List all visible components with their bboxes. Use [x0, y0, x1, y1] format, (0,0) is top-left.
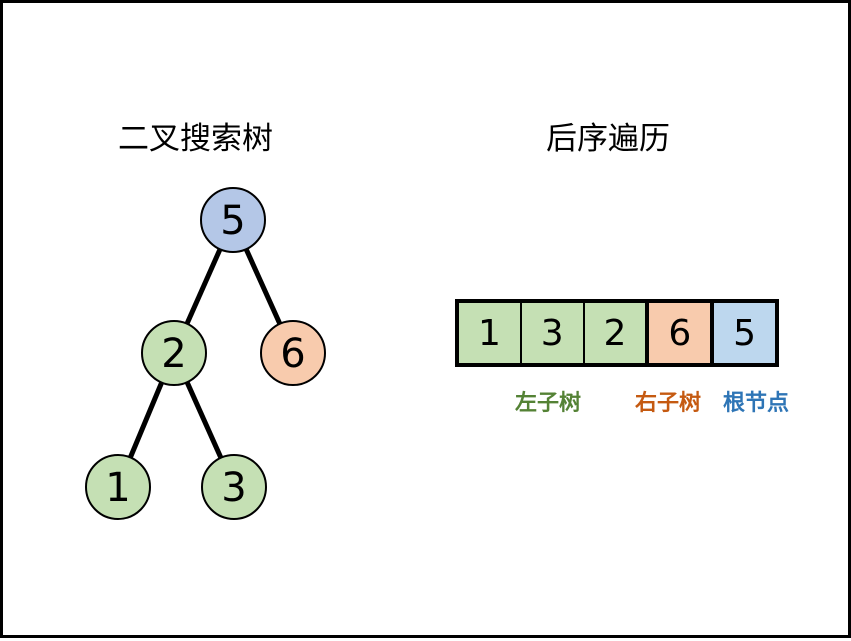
root-node-label: 根节点 — [723, 391, 790, 416]
bst-title: 二叉搜索树 — [118, 121, 273, 157]
tree-node-label: 6 — [280, 331, 305, 377]
tree-node-circle — [141, 320, 207, 386]
tree-edge — [128, 381, 164, 459]
tree-node-1: 1 — [85, 454, 151, 520]
array-cell: 1 — [459, 303, 522, 363]
binary-search-tree: 5 2 6 1 3 — [85, 187, 326, 520]
array-cell: 5 — [714, 303, 775, 363]
left-subtree-label: 左子树 — [515, 391, 582, 416]
tree-node-3: 3 — [201, 454, 267, 520]
tree-node-label: 2 — [161, 331, 186, 377]
tree-node-circle — [201, 454, 267, 520]
tree-node-5: 5 — [200, 187, 266, 253]
tree-node-2: 2 — [141, 320, 207, 386]
tree-node-label: 3 — [221, 465, 246, 511]
array-cell: 2 — [584, 303, 650, 363]
postorder-array: 1 3 2 6 5 — [455, 299, 779, 367]
tree-nodes: 5 2 6 1 3 — [85, 187, 326, 520]
tree-edge — [243, 248, 283, 325]
tree-node-circle — [85, 454, 151, 520]
tree-edge — [184, 248, 223, 325]
tree-node-label: 1 — [105, 465, 130, 511]
tree-node-circle — [200, 187, 266, 253]
right-subtree-label: 右子树 — [635, 391, 702, 416]
tree-edges — [128, 248, 283, 459]
array-cell: 3 — [521, 303, 585, 363]
tree-node-6: 6 — [260, 320, 326, 386]
postorder-title: 后序遍历 — [546, 121, 670, 157]
array-cell: 6 — [649, 303, 715, 363]
tree-edge — [184, 381, 224, 459]
tree-node-label: 5 — [220, 198, 245, 244]
tree-node-circle — [260, 320, 326, 386]
